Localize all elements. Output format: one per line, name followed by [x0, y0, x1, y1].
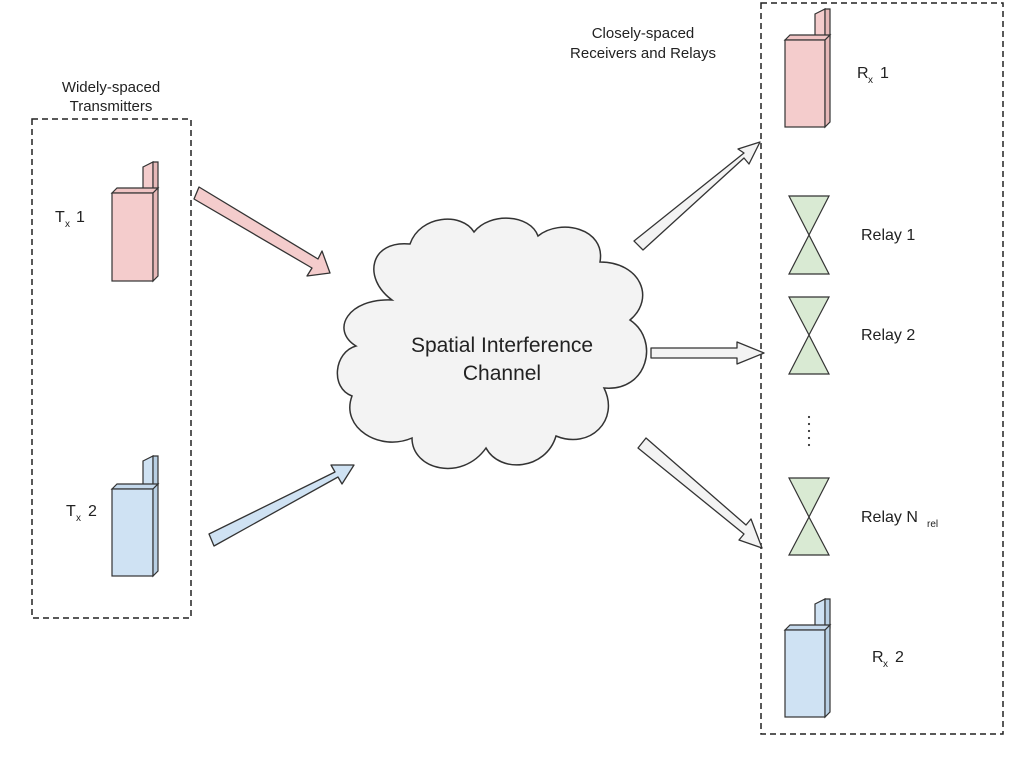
receivers-label-line2: Receivers and Relays	[570, 45, 716, 62]
relay1-hourglass-icon	[788, 195, 830, 275]
receivers-group-box	[760, 2, 1004, 735]
arrow-channel-to-rx1	[633, 141, 761, 251]
svg-text:2: 2	[895, 649, 904, 666]
svg-text:T: T	[66, 503, 76, 520]
svg-text:x: x	[65, 219, 70, 230]
arrow-channel-to-relay2	[650, 341, 765, 365]
svg-text:T: T	[55, 209, 65, 226]
rx1-label: R x 1	[857, 65, 889, 86]
receivers-label-line1: Closely-spaced	[592, 25, 695, 42]
relayN-label: Relay N rel	[861, 509, 938, 530]
tx2-label: T x 2	[66, 503, 97, 524]
svg-text:x: x	[76, 513, 81, 524]
svg-text:R: R	[872, 649, 884, 666]
svg-text:R: R	[857, 65, 869, 82]
channel-label-line1: Spatial Interference	[411, 334, 593, 357]
rx2-label: R x 2	[872, 649, 904, 670]
rx1-phone-icon	[783, 8, 832, 129]
channel-label-line2: Channel	[463, 362, 541, 385]
arrow-tx2-to-channel	[208, 464, 355, 547]
tx1-label: T x 1	[55, 209, 85, 230]
relay2-hourglass-icon	[788, 296, 830, 375]
svg-text:rel: rel	[927, 519, 938, 530]
svg-text:2: 2	[88, 503, 97, 520]
svg-text:1: 1	[76, 209, 85, 226]
arrow-channel-to-rx2	[637, 437, 763, 549]
svg-text:x: x	[868, 75, 873, 86]
tx1-phone-icon	[110, 161, 160, 283]
svg-text:1: 1	[880, 65, 889, 82]
relay2-label: Relay 2	[861, 327, 915, 344]
relay-ellipsis-dots	[807, 415, 811, 447]
svg-text:x: x	[883, 659, 888, 670]
svg-text:Relay N: Relay N	[861, 509, 918, 526]
arrow-tx1-to-channel	[193, 186, 331, 277]
transmitters-label-line2: Transmitters	[70, 98, 153, 115]
channel-cloud-shape	[336, 217, 648, 470]
tx2-phone-icon	[110, 455, 160, 578]
transmitters-label-line1: Widely-spaced	[62, 79, 160, 96]
relay1-label: Relay 1	[861, 227, 915, 244]
rx2-phone-icon	[783, 598, 832, 719]
relayN-hourglass-icon	[788, 477, 830, 556]
